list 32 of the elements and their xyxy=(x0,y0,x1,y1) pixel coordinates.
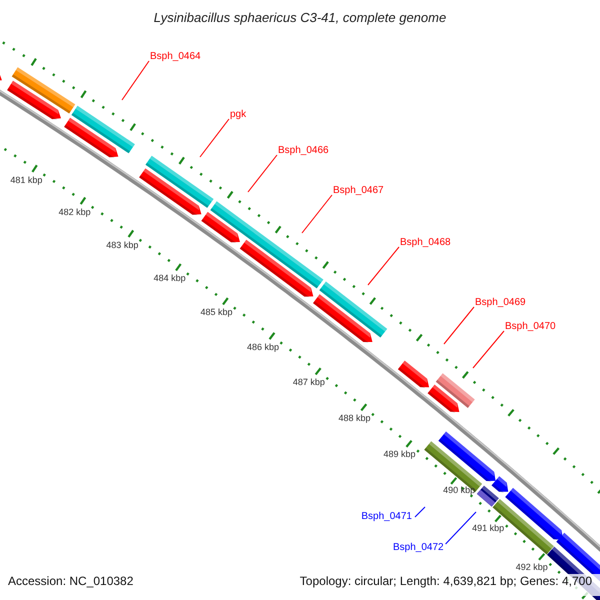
scale-label: 492 kbp xyxy=(516,562,548,572)
gene-label: Bsph_0466 xyxy=(278,145,329,157)
scale-label: 486 kbp xyxy=(247,342,280,352)
leader-line xyxy=(414,506,426,518)
scale-label: 481 kbp xyxy=(10,174,42,186)
leader-line xyxy=(200,118,230,158)
gene-label: Bsph_0472 xyxy=(393,542,444,554)
gene-label: Bsph_0471 xyxy=(361,511,412,523)
leader-line xyxy=(302,194,332,234)
scale-label: 489 kbp xyxy=(384,448,416,460)
scale-label: 485 kbp xyxy=(200,306,233,318)
scale-label: 488 kbp xyxy=(338,412,371,424)
gene-label: Bsph_0464 xyxy=(150,51,201,63)
leader-line xyxy=(444,306,474,344)
diagram-title: Lysinibacillus sphaericus C3-41, complete genome xyxy=(152,10,448,26)
leader-line xyxy=(445,512,476,544)
gene-label: pgk xyxy=(230,109,246,121)
gene-label: Bsph_0468 xyxy=(400,237,451,249)
scale-label: 483 kbp xyxy=(106,240,138,250)
gene-label: Bsph_0469 xyxy=(475,297,526,309)
leader-line xyxy=(248,154,278,192)
gene-label: Bsph_0470 xyxy=(505,321,556,333)
leader-line xyxy=(122,60,150,100)
leader-line xyxy=(368,246,400,286)
scale-label: 490 kbp xyxy=(443,484,476,496)
scale-label: 482 kbp xyxy=(58,206,91,218)
scale-label: 487 kbp xyxy=(292,376,325,388)
scale-label: 491 kbp xyxy=(472,523,504,534)
leader-line xyxy=(472,330,504,368)
footer-text: Accession: NC_010382 xyxy=(8,574,134,588)
gene-label: Bsph_0467 xyxy=(333,185,384,197)
scale-label: 484 kbp xyxy=(154,272,186,284)
